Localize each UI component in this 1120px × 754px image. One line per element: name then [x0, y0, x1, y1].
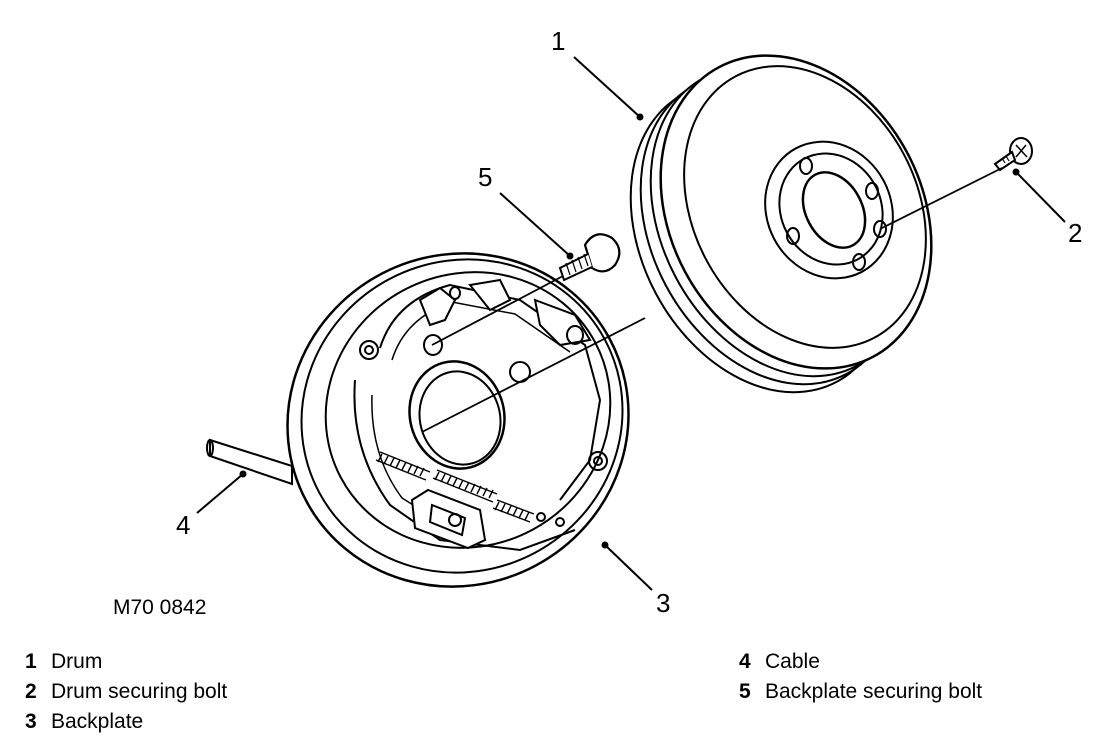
legend-item-backplate-securing-bolt: 5 Backplate securing bolt [739, 679, 982, 705]
legend-item-drum-securing-bolt: 2 Drum securing bolt [25, 679, 227, 705]
cable [206, 438, 293, 486]
brake-drum [629, 54, 933, 394]
legend-label: Cable [765, 650, 820, 673]
callout-3: 3 [656, 588, 670, 618]
legend-number: 2 [25, 680, 37, 703]
legend-item-backplate: 3 Backplate [25, 709, 143, 735]
legend-number: 5 [739, 680, 751, 703]
backplate-securing-bolt [431, 233, 621, 346]
legend-item-drum: 1 Drum [25, 649, 102, 675]
callout-1: 1 [551, 26, 565, 56]
legend-label: Backplate securing bolt [765, 680, 983, 703]
legend-number: 4 [739, 650, 751, 673]
figure-reference: M70 0842 [113, 596, 206, 619]
brake-assembly-diagram: 1 2 3 4 5 M70 0842 [113, 26, 1082, 619]
legend-label: Backplate [51, 710, 144, 733]
drum-securing-bolt [993, 137, 1033, 172]
callout-4: 4 [176, 510, 190, 540]
leader-lines [196, 56, 1066, 591]
legend-number: 3 [25, 710, 37, 733]
legend-number: 1 [25, 650, 37, 673]
legend-label: Drum [51, 650, 103, 673]
callout-2: 2 [1068, 218, 1082, 248]
legend-item-cable: 4 Cable [739, 649, 820, 675]
legend-label: Drum securing bolt [51, 680, 228, 703]
callout-5: 5 [478, 162, 492, 192]
backplate [286, 252, 646, 588]
